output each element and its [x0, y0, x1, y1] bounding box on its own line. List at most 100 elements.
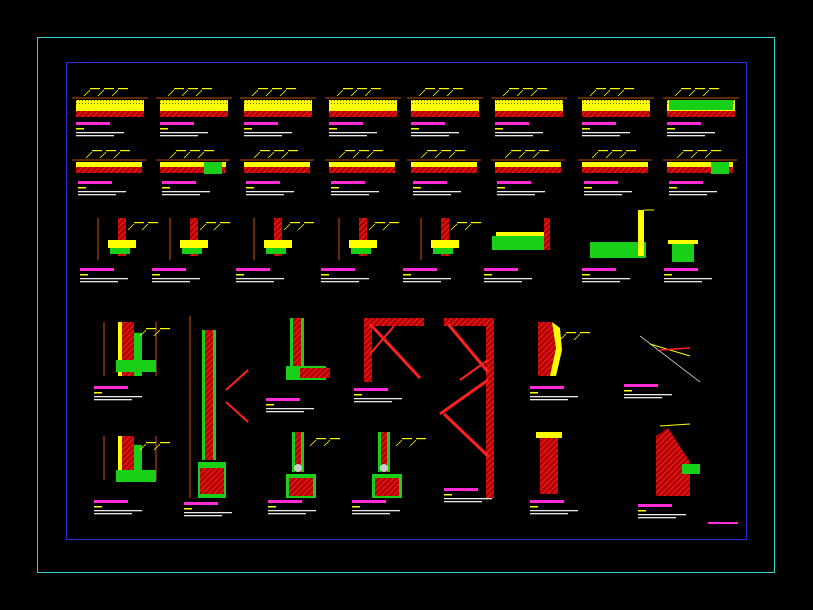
floor-section-detail-icon	[578, 88, 654, 137]
detail-scale-label	[669, 187, 677, 189]
detail-scale-label	[530, 506, 538, 508]
wall-section-detail-icon	[403, 218, 481, 283]
floor-section-detail-icon	[156, 88, 232, 137]
detail-note-line	[484, 281, 522, 283]
detail-scale-label	[329, 128, 337, 130]
detail-title-label	[530, 500, 564, 503]
detail-title-label	[78, 181, 112, 184]
detail-title-label	[584, 181, 618, 184]
detail-note-line	[160, 132, 208, 134]
detail-note-line	[352, 513, 390, 515]
detail-scale-label	[236, 274, 244, 276]
detail-note-line	[413, 191, 461, 193]
wall-section-detail-icon	[352, 432, 426, 515]
detail-note-line	[268, 510, 316, 512]
roof-truss-detail-icon	[354, 318, 424, 403]
detail-note-line	[582, 278, 630, 280]
detail-note-line	[411, 135, 449, 137]
detail-title-label	[152, 268, 186, 271]
wall-section-detail-icon	[268, 432, 340, 515]
wall-section-detail-icon	[664, 240, 712, 283]
detail-title-label	[329, 122, 363, 125]
wall-section-detail-icon	[152, 218, 230, 283]
detail-note-line	[413, 194, 451, 196]
detail-scale-label	[331, 187, 339, 189]
floor-section-detail-icon	[72, 150, 146, 196]
wall-section-detail-icon	[530, 322, 590, 401]
detail-scale-label	[80, 274, 88, 276]
detail-scale-label	[582, 274, 590, 276]
outer-border	[37, 37, 775, 573]
detail-note-line	[236, 278, 284, 280]
floor-section-detail-icon	[663, 150, 737, 196]
floor-section-detail-icon	[407, 150, 481, 196]
detail-scale-label	[160, 128, 168, 130]
floor-section-detail-icon	[156, 150, 230, 196]
detail-title-label	[582, 122, 616, 125]
detail-note-line	[268, 513, 306, 515]
detail-note-line	[403, 278, 451, 280]
detail-scale-label	[584, 187, 592, 189]
detail-note-line	[484, 278, 532, 280]
detail-scale-label	[495, 128, 503, 130]
detail-note-line	[667, 135, 705, 137]
detail-scale-label	[497, 187, 505, 189]
detail-title-label	[495, 122, 529, 125]
detail-note-line	[584, 191, 632, 193]
detail-note-line	[321, 281, 359, 283]
detail-title-label	[354, 388, 388, 391]
detail-scale-label	[352, 506, 360, 508]
detail-note-line	[584, 194, 622, 196]
detail-scale-label	[94, 392, 102, 394]
detail-scale-label	[152, 274, 160, 276]
floor-section-detail-icon	[325, 150, 399, 196]
detail-title-label	[236, 268, 270, 271]
detail-note-line	[582, 132, 630, 134]
detail-note-line	[530, 513, 568, 515]
detail-scale-label	[624, 390, 632, 392]
detail-note-line	[184, 515, 222, 517]
detail-title-label	[266, 398, 300, 401]
detail-note-line	[669, 194, 707, 196]
floor-section-detail-icon	[407, 88, 483, 137]
detail-note-line	[495, 132, 543, 134]
sheet-title-block	[708, 522, 738, 524]
detail-scale-label	[664, 274, 672, 276]
detail-title-label	[162, 181, 196, 184]
detail-note-line	[160, 135, 198, 137]
detail-title-label	[246, 181, 280, 184]
detail-note-line	[354, 401, 392, 403]
detail-note-line	[266, 411, 304, 413]
detail-title-label	[582, 268, 616, 271]
detail-note-line	[530, 396, 578, 398]
wall-section-detail-icon	[321, 218, 399, 283]
detail-scale-label	[403, 274, 411, 276]
detail-title-label	[413, 181, 447, 184]
detail-title-label	[244, 122, 278, 125]
detail-note-line	[152, 278, 200, 280]
detail-scale-label	[268, 506, 276, 508]
floor-section-detail-icon	[663, 88, 739, 137]
floor-section-detail-icon	[72, 88, 148, 137]
detail-note-line	[530, 399, 568, 401]
detail-note-line	[94, 510, 142, 512]
detail-note-line	[246, 194, 284, 196]
detail-scale-label	[94, 506, 102, 508]
floor-section-detail-icon	[491, 88, 567, 137]
detail-scale-label	[266, 404, 274, 406]
detail-scale-label	[667, 128, 675, 130]
detail-note-line	[667, 132, 715, 134]
detail-note-line	[403, 281, 441, 283]
detail-title-label	[160, 122, 194, 125]
detail-scale-label	[162, 187, 170, 189]
detail-title-label	[352, 500, 386, 503]
detail-note-line	[530, 510, 578, 512]
detail-scale-label	[582, 128, 590, 130]
detail-title-label	[484, 268, 518, 271]
detail-note-line	[495, 135, 533, 137]
detail-note-line	[321, 278, 369, 280]
roof-truss-detail-icon	[439, 318, 494, 503]
detail-title-label	[669, 181, 703, 184]
detail-title-label	[664, 268, 698, 271]
